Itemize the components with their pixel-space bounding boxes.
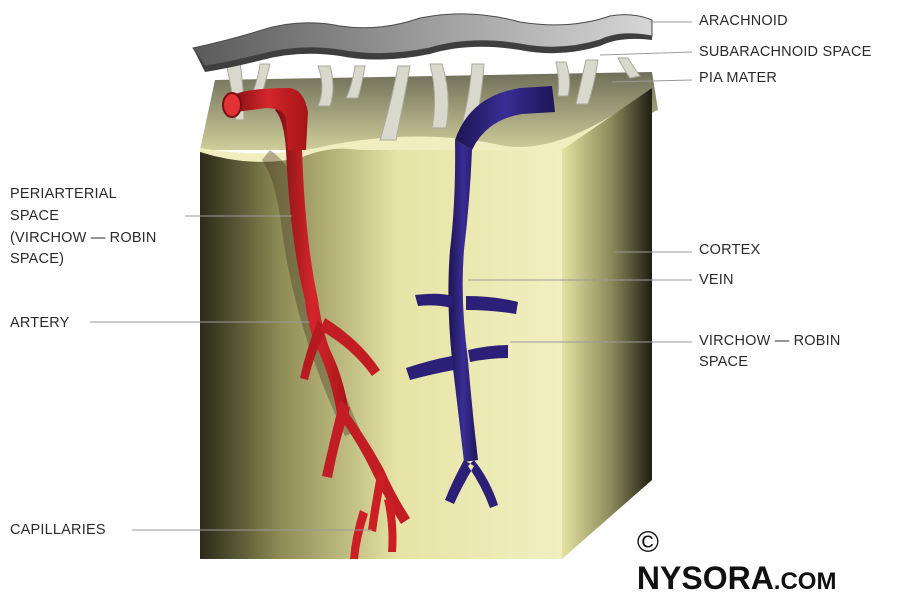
label-subarachnoid-space: SUBARACHNOID SPACE: [699, 44, 872, 61]
virchow-robin-line-2: SPACE: [699, 354, 748, 371]
label-cortex: CORTEX: [699, 242, 760, 259]
label-arachnoid: ARACHNOID: [699, 13, 788, 30]
label-artery: ARTERY: [10, 315, 70, 332]
brand-suffix: .com: [774, 568, 837, 595]
periarterial-line-2: SPACE: [10, 208, 59, 225]
cortex-side-face: [562, 88, 652, 559]
artery-lumen: [223, 93, 241, 117]
label-pia-mater: PIA MATER: [699, 70, 777, 87]
periarterial-line-1: PERIARTERIAL: [10, 186, 117, 203]
brand-name: NYSORA: [637, 560, 774, 596]
copyright-symbol: ©: [637, 526, 659, 559]
periarterial-line-4: SPACE): [10, 251, 64, 268]
virchow-robin-line-1: VIRCHOW — ROBIN: [699, 333, 841, 350]
label-vein: VEIN: [699, 272, 734, 289]
label-capillaries: CAPILLARIES: [10, 522, 106, 539]
copyright-watermark: © NYSORA.com: [628, 508, 836, 597]
periarterial-line-3: (VIRCHOW — ROBIN: [10, 230, 157, 247]
leader-subarachnoid: [600, 52, 692, 55]
